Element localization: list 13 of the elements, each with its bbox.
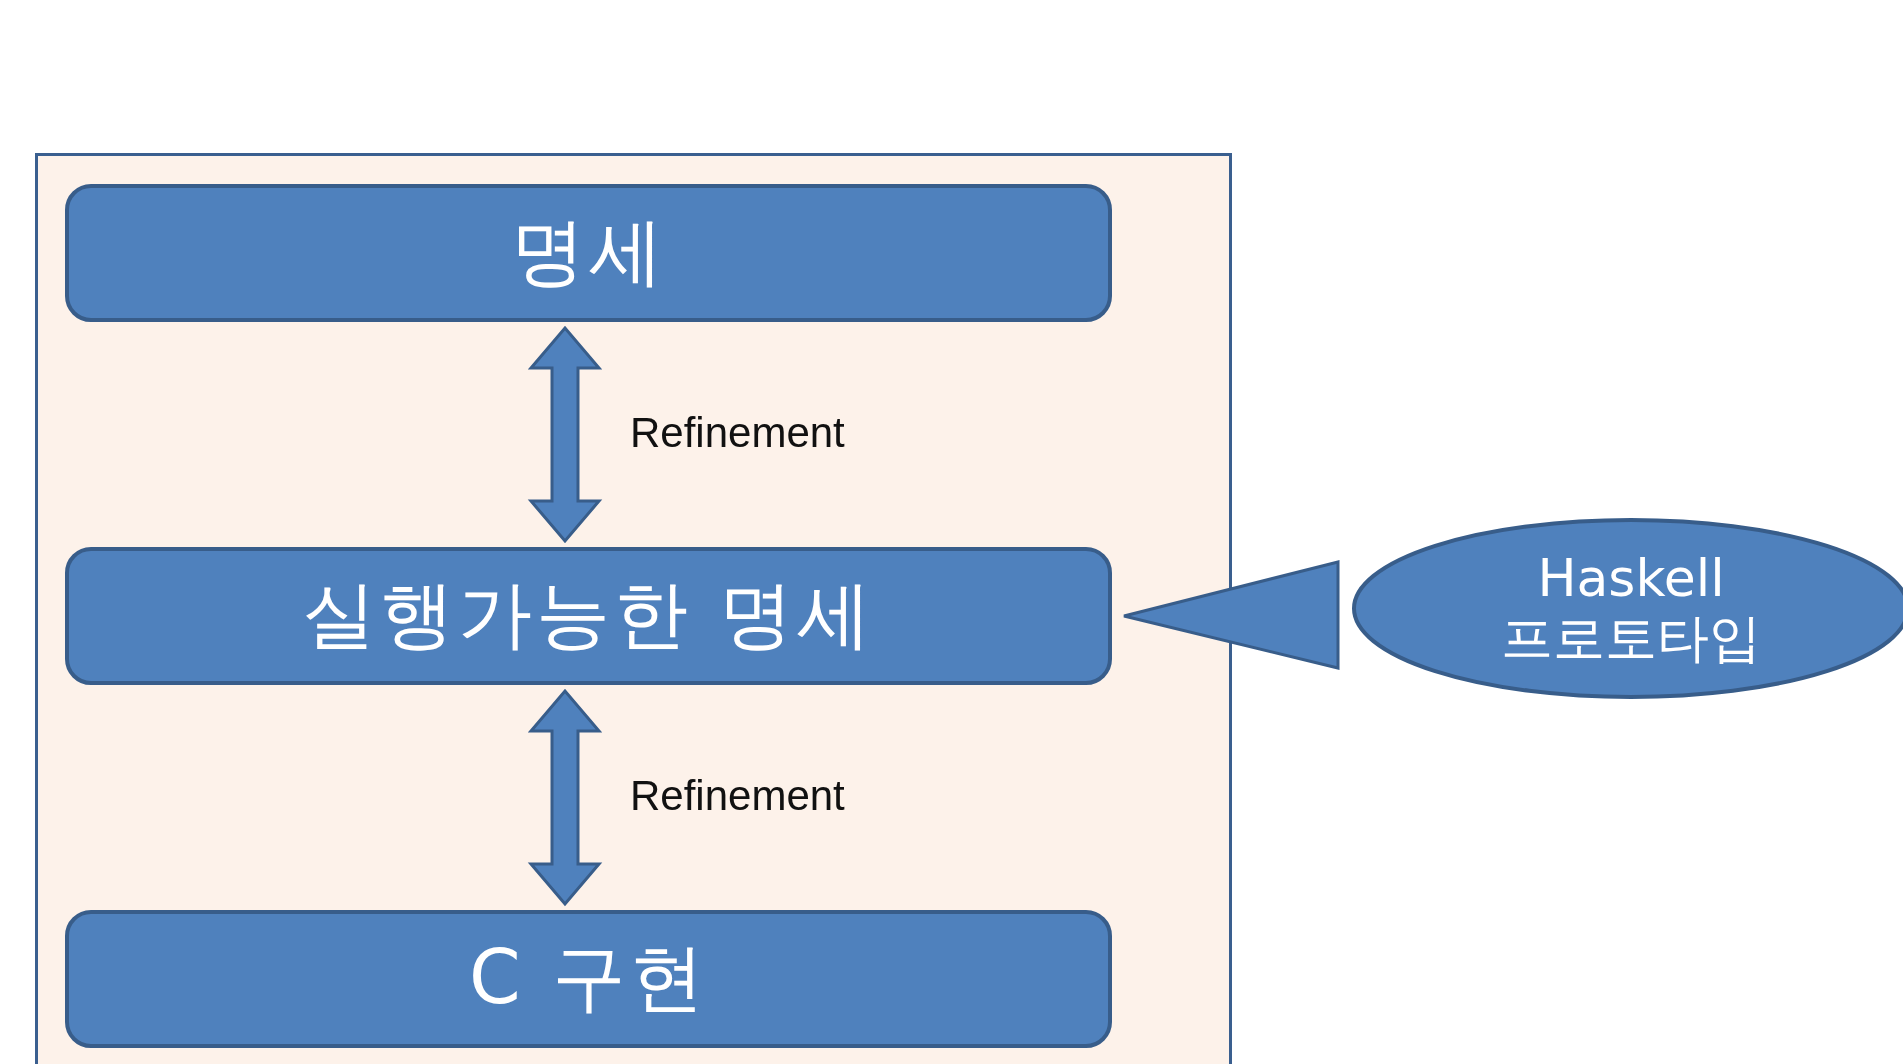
process-box (65, 547, 1112, 685)
process-box (65, 910, 1112, 1048)
double-arrow (527, 688, 603, 907)
node-text: C 구현 (468, 933, 709, 1022)
frame-box (35, 153, 1232, 1064)
node-text: 실행가능한 명세 (301, 570, 876, 659)
process-box (65, 184, 1112, 322)
edge-label: Refinement (630, 408, 845, 457)
node-text: 명세 (510, 207, 667, 296)
callout-wedge (1122, 560, 1340, 670)
node-text: Haskell 프로토타입 (1500, 548, 1762, 669)
edge-label: Refinement (630, 771, 845, 820)
double-arrow (527, 325, 603, 544)
